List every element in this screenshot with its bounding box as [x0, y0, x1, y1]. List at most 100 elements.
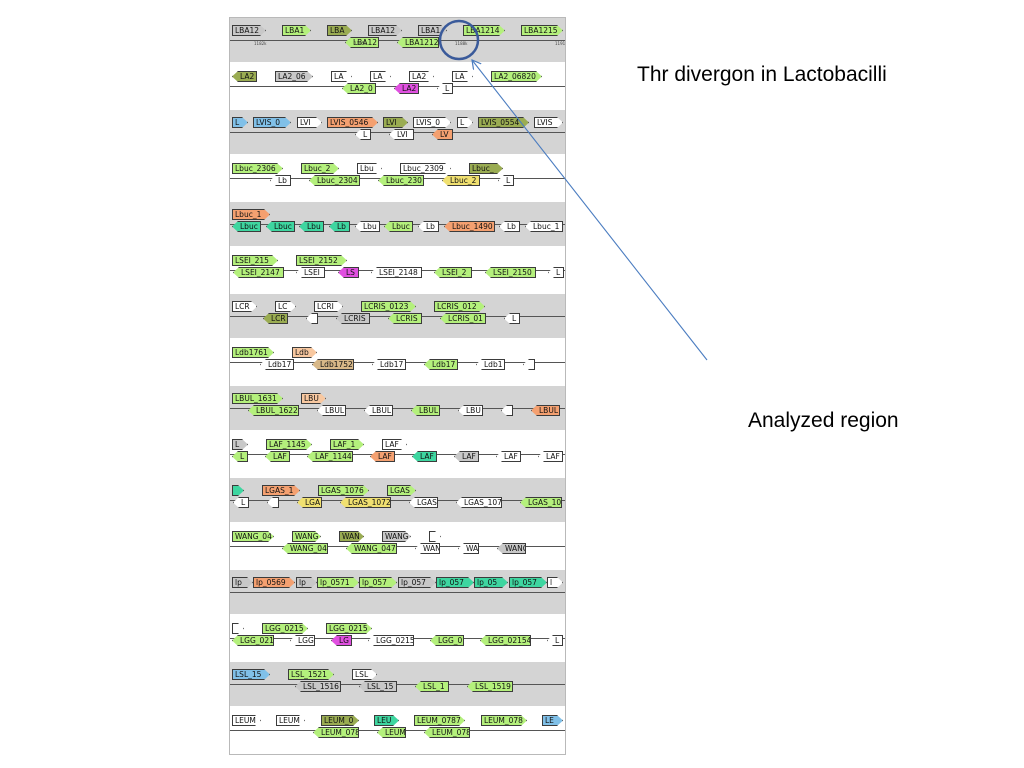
gene-arrow[interactable]: LA2	[409, 71, 434, 82]
gene-arrow[interactable]: LEUM_078	[481, 715, 527, 726]
gene-arrow[interactable]: LGAS_1072	[340, 497, 391, 508]
gene-arrow[interactable]: LEUM	[232, 715, 261, 726]
gene-arrow[interactable]: l	[547, 577, 563, 588]
gene-arrow[interactable]: LA	[331, 71, 352, 82]
gene-arrow[interactable]: LGG_0215	[262, 623, 308, 634]
gene-arrow[interactable]: LGAS_1076	[318, 485, 369, 496]
gene-arrow[interactable]: LSL_1521	[288, 669, 334, 680]
gene-arrow[interactable]: LAF_1	[330, 439, 364, 450]
gene-arrow[interactable]: Lb	[499, 221, 520, 232]
gene-arrow[interactable]: LGAS_1	[262, 485, 300, 496]
gene-arrow[interactable]: LA	[370, 71, 391, 82]
gene-arrow[interactable]: lp	[296, 577, 317, 588]
gene-arrow[interactable]: LGAS	[409, 497, 438, 508]
gene-arrow[interactable]: LBUL_1631	[232, 393, 283, 404]
gene-arrow[interactable]: lp	[232, 577, 253, 588]
gene-arrow[interactable]: LGG_021	[232, 635, 274, 646]
gene-arrow[interactable]: WAN	[415, 543, 440, 554]
gene-arrow[interactable]: Lbu	[299, 221, 324, 232]
gene-arrow[interactable]: Ldb1	[476, 359, 505, 370]
gene-arrow[interactable]: LCRIS_0123	[361, 301, 416, 312]
gene-arrow[interactable]: LAF	[370, 451, 395, 462]
gene-arrow[interactable]: LBUL	[411, 405, 440, 416]
gene-arrow[interactable]: WA	[458, 543, 479, 554]
gene-arrow[interactable]: LAF	[538, 451, 563, 462]
gene-arrow[interactable]: Ldb17	[424, 359, 458, 370]
gene-arrow[interactable]: WANG_047	[282, 543, 328, 554]
gene-arrow[interactable]: LSEI_215	[232, 255, 278, 266]
gene-arrow[interactable]: Lbuc_2306	[232, 163, 283, 174]
gene-arrow[interactable]: L	[548, 267, 564, 278]
gene-arrow[interactable]: Lbuc	[266, 221, 295, 232]
gene-arrow[interactable]: lp_057	[359, 577, 397, 588]
gene-arrow[interactable]: Ldb17	[372, 359, 406, 370]
gene-arrow[interactable]: Ldb17	[260, 359, 294, 370]
gene-arrow[interactable]: LEUM_078	[313, 727, 359, 738]
gene-arrow[interactable]: LAF_1144	[307, 451, 353, 462]
gene-arrow[interactable]	[523, 359, 535, 370]
gene-arrow[interactable]: LVI	[383, 117, 408, 128]
gene-arrow[interactable]: LBA1212	[397, 37, 439, 48]
gene-arrow[interactable]: L	[437, 83, 453, 94]
gene-arrow[interactable]: LAF	[454, 451, 479, 462]
gene-arrow[interactable]: lp_0569	[253, 577, 295, 588]
gene-arrow[interactable]: L	[232, 451, 248, 462]
gene-arrow[interactable]: Lbuc	[384, 221, 413, 232]
gene-arrow[interactable]: LVIS_0	[253, 117, 291, 128]
gene-arrow[interactable]: LG	[331, 635, 352, 646]
gene-arrow[interactable]: LBU	[458, 405, 483, 416]
gene-arrow[interactable]: LAF	[496, 451, 521, 462]
gene-arrow[interactable]: LGA	[297, 497, 322, 508]
gene-arrow[interactable]: LGAS_10	[520, 497, 562, 508]
gene-arrow[interactable]: LA2	[394, 83, 419, 94]
gene-arrow[interactable]	[429, 531, 441, 542]
gene-arrow[interactable]: LEU	[374, 715, 399, 726]
gene-arrow[interactable]: LSEI_2	[434, 267, 472, 278]
gene-arrow[interactable]: L	[232, 117, 248, 128]
gene-arrow[interactable]	[501, 405, 513, 416]
gene-arrow[interactable]: lp_0571	[317, 577, 359, 588]
gene-arrow[interactable]: LC	[275, 301, 296, 312]
gene-arrow[interactable]: LBUL	[364, 405, 393, 416]
gene-arrow[interactable]: Lbuc	[232, 221, 261, 232]
gene-arrow[interactable]: LE	[542, 715, 563, 726]
gene-arrow[interactable]: LSL_15	[359, 681, 397, 692]
gene-arrow[interactable]: L	[233, 497, 249, 508]
gene-arrow[interactable]: Lb	[418, 221, 439, 232]
gene-arrow[interactable]: LEUM	[276, 715, 305, 726]
gene-arrow[interactable]: LGAS_107	[456, 497, 502, 508]
gene-arrow[interactable]: LVIS	[534, 117, 563, 128]
gene-arrow[interactable]: Lb	[329, 221, 350, 232]
gene-arrow[interactable]: lp_05	[474, 577, 508, 588]
gene-arrow[interactable]: LEUM	[377, 727, 406, 738]
gene-arrow[interactable]: Lbu	[355, 221, 380, 232]
gene-arrow[interactable]: LSEI	[296, 267, 325, 278]
gene-arrow[interactable]: L	[498, 175, 514, 186]
gene-arrow[interactable]: LBA12	[368, 25, 402, 36]
gene-arrow[interactable]: WAN	[339, 531, 364, 542]
gene-arrow[interactable]: LEUM_078	[424, 727, 470, 738]
gene-arrow[interactable]: LSL_1	[415, 681, 449, 692]
gene-arrow[interactable]: LA2_06820	[491, 71, 542, 82]
gene-arrow[interactable]: LGG_02154	[480, 635, 531, 646]
gene-arrow[interactable]: LGG_0	[430, 635, 464, 646]
gene-arrow[interactable]: LEUM_0787	[414, 715, 465, 726]
gene-arrow[interactable]: Lbuc_2309	[400, 163, 451, 174]
gene-arrow[interactable]: LAF	[265, 451, 290, 462]
gene-arrow[interactable]: lp_057	[398, 577, 436, 588]
gene-arrow[interactable]: LAF	[412, 451, 437, 462]
gene-arrow[interactable]: LSEI_2147	[233, 267, 284, 278]
gene-arrow[interactable]: L	[504, 313, 520, 324]
gene-arrow[interactable]: LGG_0215	[326, 623, 372, 634]
gene-arrow[interactable]: WANG	[497, 543, 526, 554]
gene-arrow[interactable]: LA2	[232, 71, 257, 82]
gene-arrow[interactable]: LGG	[290, 635, 315, 646]
gene-arrow[interactable]: LCR	[232, 301, 257, 312]
gene-arrow[interactable]: Lbuc_1	[232, 209, 270, 220]
gene-arrow[interactable]: Lbuc_2304	[309, 175, 360, 186]
gene-arrow[interactable]: LA	[452, 71, 473, 82]
gene-arrow[interactable]: WANG_0472	[346, 543, 397, 554]
gene-arrow[interactable]: Lbuc_2	[442, 175, 480, 186]
gene-arrow[interactable]: WANG	[292, 531, 321, 542]
gene-arrow[interactable]: LSL	[352, 669, 377, 680]
